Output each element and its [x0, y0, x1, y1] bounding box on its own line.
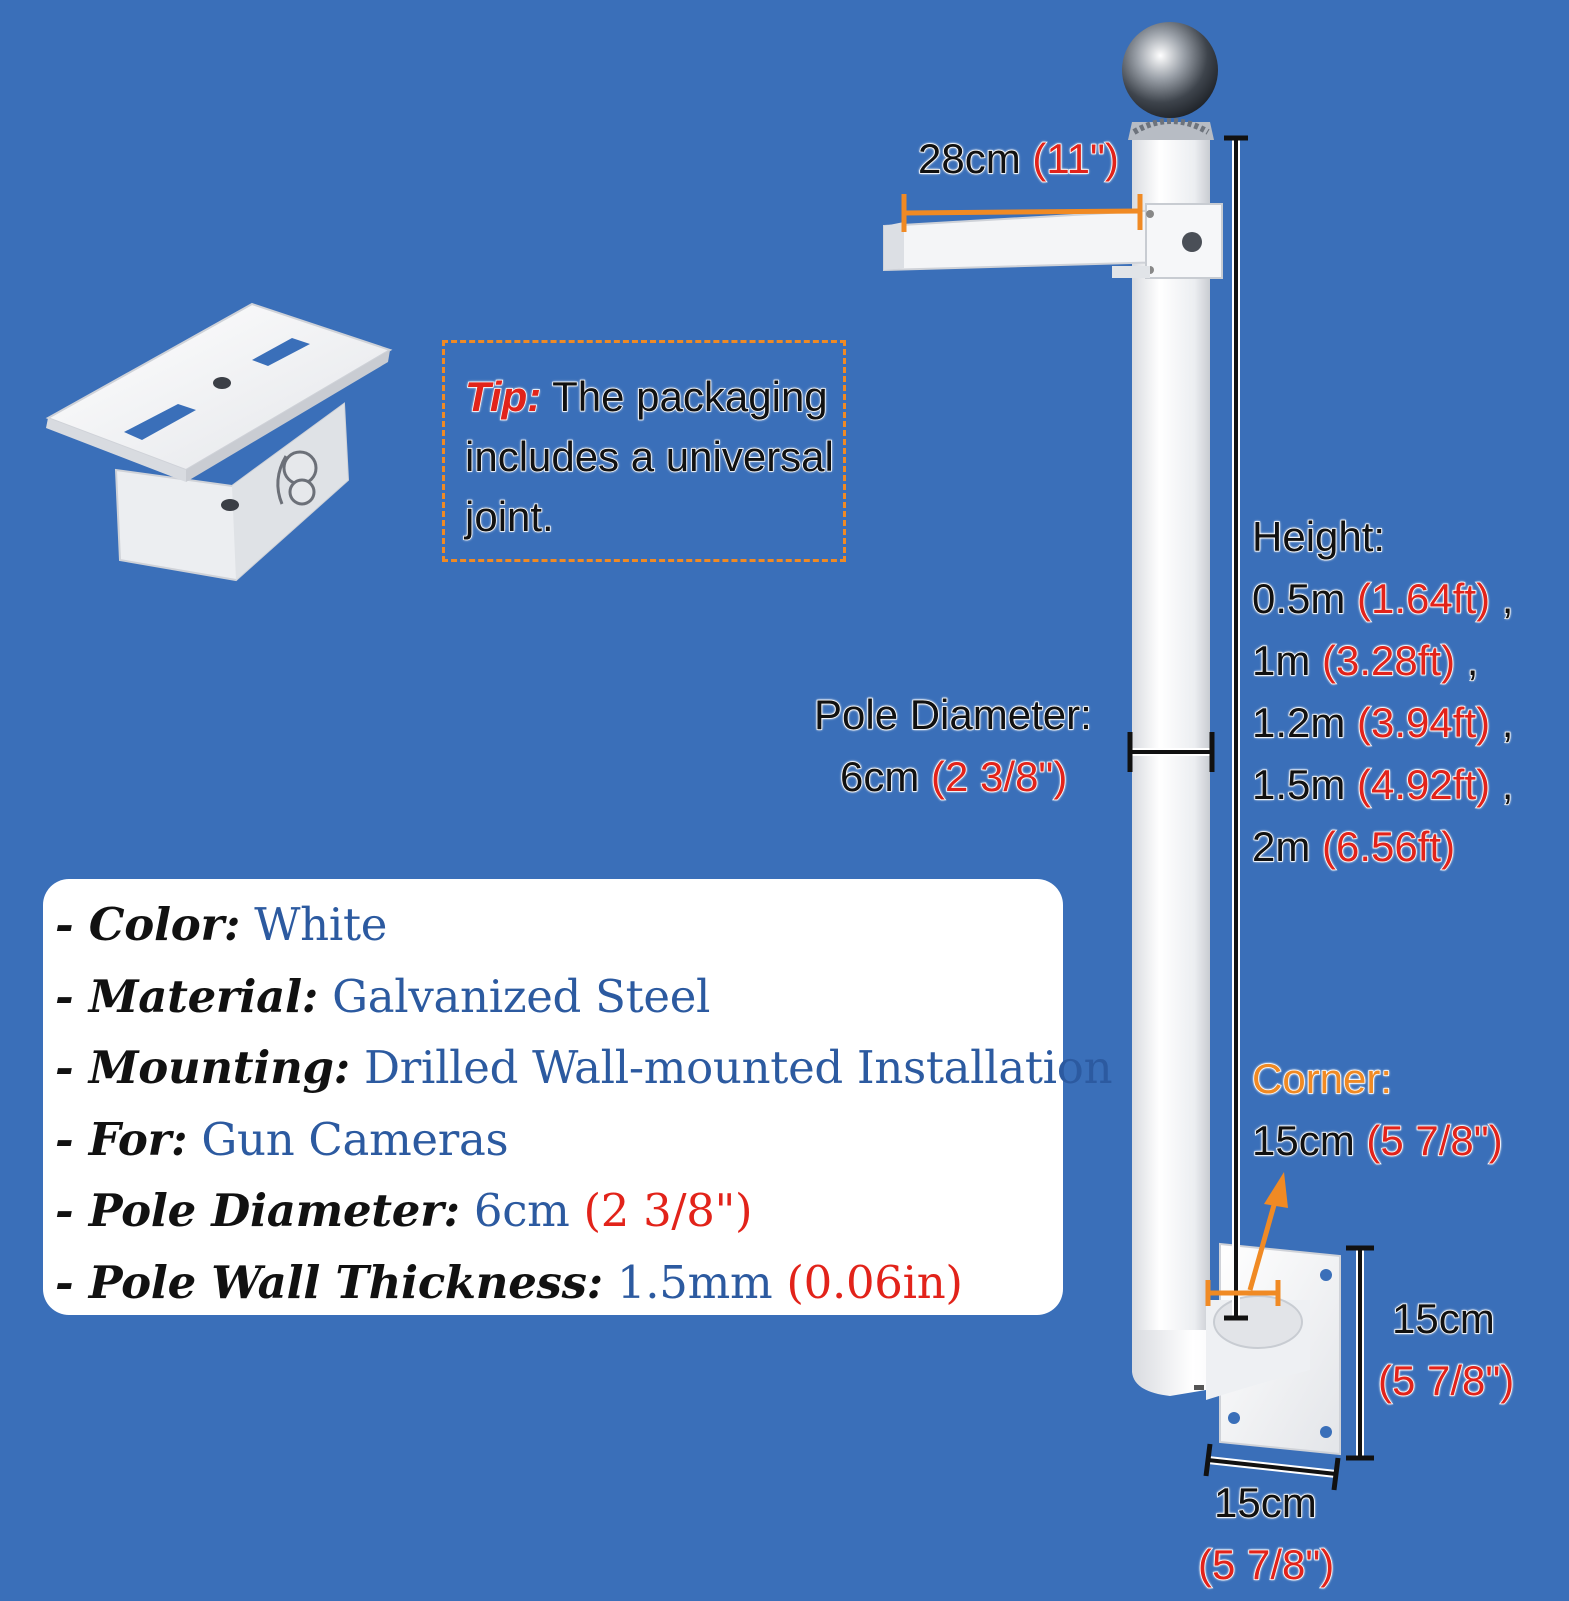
height-option: 1.5m (4.92ft) , — [1251, 761, 1514, 808]
camera-arm — [883, 203, 1223, 279]
spec-panel: - Color: White - Material: Galvanized St… — [43, 879, 1113, 1315]
height-option: 1m (3.28ft) , — [1251, 637, 1479, 684]
spec-row-for: - For: Gun Cameras — [55, 1112, 509, 1166]
plate-height-imperial: (5 7/8") — [1377, 1357, 1515, 1404]
plate-width-metric: 15cm — [1213, 1479, 1317, 1526]
height-option: 1.2m (3.94ft) , — [1251, 699, 1514, 746]
tip-text: The packaging — [551, 372, 828, 421]
tip-line-1: Tip: The packaging — [464, 367, 829, 427]
spec-row-color: - Color: White — [55, 898, 388, 951]
height-option: 0.5m (1.64ft) , — [1251, 575, 1514, 622]
plate-height-metric: 15cm — [1391, 1295, 1495, 1342]
height-option: 2m (6.56ft) — [1251, 823, 1456, 870]
pole-diameter-title: Pole Diameter: — [813, 691, 1092, 738]
corner-title: Corner: — [1251, 1055, 1393, 1102]
universal-joint-bracket — [45, 302, 393, 582]
spec-row-mounting: - Mounting: Drilled Wall-mounted Install… — [55, 1041, 1113, 1094]
arm-length-label: 28cm (11") — [917, 135, 1119, 182]
plate-width-imperial: (5 7/8") — [1197, 1541, 1335, 1588]
tip-box: Tip: The packaging includes a universal … — [442, 340, 846, 562]
tip-line-3: joint. — [464, 492, 554, 541]
spec-row-pole-diameter: - Pole Diameter: 6cm (2 3/8") — [55, 1184, 753, 1237]
height-title: Height: — [1251, 513, 1386, 560]
pole-diameter-value: 6cm (2 3/8") — [839, 753, 1068, 800]
pole-top-finial — [1122, 22, 1218, 140]
tip-label: Tip: — [464, 372, 542, 421]
spec-row-wall-thickness: - Pole Wall Thickness: 1.5mm (0.06in) — [55, 1255, 963, 1309]
corner-value: 15cm (5 7/8") — [1251, 1117, 1503, 1164]
wall-plate — [1206, 1242, 1341, 1456]
spec-row-material: - Material: Galvanized Steel — [55, 969, 711, 1023]
dimension-lines — [901, 135, 1374, 1491]
tip-line-2: includes a universal — [464, 432, 834, 481]
